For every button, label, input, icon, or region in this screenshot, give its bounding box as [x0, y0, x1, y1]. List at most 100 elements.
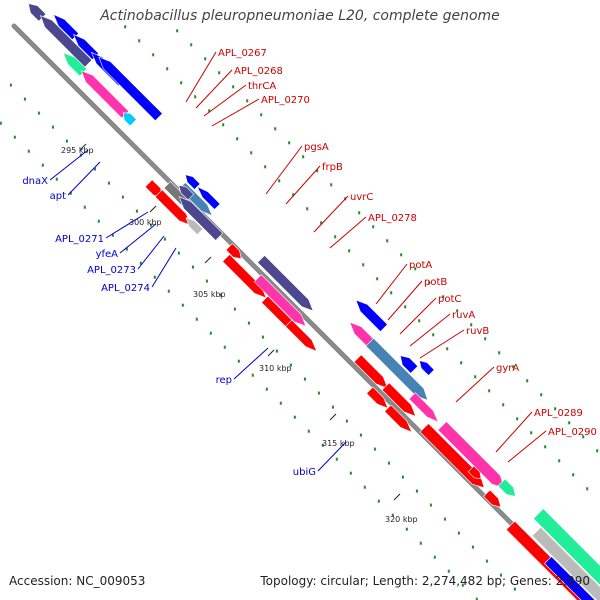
leader-line	[375, 263, 408, 305]
gc-dot	[513, 587, 516, 591]
gc-dot	[432, 333, 435, 337]
gc-dot	[0, 121, 2, 125]
gene-arrow	[122, 112, 137, 127]
gc-dot	[376, 277, 379, 281]
gc-dot	[237, 359, 240, 363]
gc-dot	[13, 135, 16, 139]
gene-arrow	[196, 186, 221, 210]
gc-dot	[138, 39, 141, 43]
gc-dot	[390, 291, 393, 295]
gc-dot	[456, 309, 459, 313]
gc-dot	[372, 225, 375, 229]
leader-line	[137, 235, 165, 270]
gene-label: thrCA	[248, 81, 276, 92]
gc-dot	[335, 457, 338, 461]
gc-dot	[446, 347, 449, 351]
gc-dot	[107, 181, 110, 185]
gc-dot	[41, 163, 44, 167]
gc-dot	[177, 251, 180, 255]
gene-arrow	[178, 196, 224, 241]
gc-dot	[530, 431, 533, 435]
gc-dot	[443, 517, 446, 521]
scale-tick-label: 320 kbp	[385, 515, 418, 524]
gc-dot	[9, 83, 12, 87]
gene-label: apt	[50, 191, 66, 202]
gc-dot	[275, 349, 278, 353]
leader-line	[507, 430, 547, 463]
gc-dot	[320, 221, 323, 225]
gc-dot	[373, 447, 376, 451]
gc-dot	[428, 281, 431, 285]
gene-arrow	[483, 489, 502, 508]
gc-dot	[418, 319, 421, 323]
leader-line	[285, 165, 321, 205]
gc-dot	[306, 207, 309, 211]
gc-dot	[363, 485, 366, 489]
leader-line	[119, 223, 157, 254]
gc-dot	[401, 475, 404, 479]
gc-dot	[292, 193, 295, 197]
gc-dot	[419, 541, 422, 545]
gc-dot	[471, 545, 474, 549]
gc-dot	[274, 127, 277, 131]
gc-dot	[358, 211, 361, 215]
gc-dot	[447, 569, 450, 573]
gc-dot	[289, 363, 292, 367]
scale-tick-mark	[79, 143, 87, 151]
gc-dot	[139, 261, 142, 265]
gc-dot	[247, 321, 250, 325]
gene-label: pgsA	[304, 142, 329, 153]
gc-dot	[124, 25, 127, 29]
gene-arrow	[39, 15, 93, 68]
gene-label: gyrA	[496, 363, 519, 374]
leader-line	[313, 195, 349, 233]
gc-dot	[516, 417, 519, 421]
gene-arrow	[381, 382, 417, 417]
gc-dot	[457, 531, 460, 535]
gene-arrow	[408, 392, 439, 423]
gc-dot	[181, 303, 184, 307]
gc-dot	[232, 85, 235, 89]
gc-dot	[316, 169, 319, 173]
leader-line	[49, 149, 89, 181]
gc-dot	[415, 489, 418, 493]
gene-arrow	[185, 217, 204, 236]
gene-label: ruvA	[452, 310, 475, 321]
gene-arrow	[225, 243, 242, 260]
leader-line	[67, 161, 101, 196]
scale-tick-mark	[149, 205, 157, 213]
gene-arrow	[52, 13, 80, 41]
gene-label: potA	[409, 260, 432, 271]
gc-dot	[251, 373, 254, 377]
gc-dot	[152, 53, 155, 57]
gene-arrow	[253, 274, 307, 327]
leader-line	[203, 84, 247, 117]
gene-label: APL_0274	[101, 283, 150, 294]
leader-line	[419, 329, 465, 359]
gc-dot	[330, 183, 333, 187]
gc-dot	[195, 317, 198, 321]
leader-line	[195, 69, 233, 109]
gene-label: APL_0268	[234, 66, 283, 77]
gc-dot	[233, 307, 236, 311]
gc-dot	[387, 461, 390, 465]
gc-dot	[167, 289, 170, 293]
gc-dot	[260, 113, 263, 117]
gc-dot	[278, 179, 281, 183]
gene-arrow	[531, 526, 600, 600]
gene-label: APL_0271	[55, 234, 104, 245]
leader-line	[233, 347, 269, 380]
gc-dot	[121, 195, 124, 199]
gene-arrow	[418, 360, 435, 376]
scale-tick-mark	[204, 256, 212, 264]
leader-line	[495, 411, 533, 453]
gc-dot	[27, 149, 30, 153]
leader-line	[399, 297, 437, 335]
gc-dot	[359, 433, 362, 437]
gc-dot	[307, 429, 310, 433]
gc-dot	[586, 487, 589, 491]
topology-text: Topology: circular; Length: 2,274,482 bp…	[260, 574, 590, 588]
gene-label: yfeA	[96, 249, 119, 260]
